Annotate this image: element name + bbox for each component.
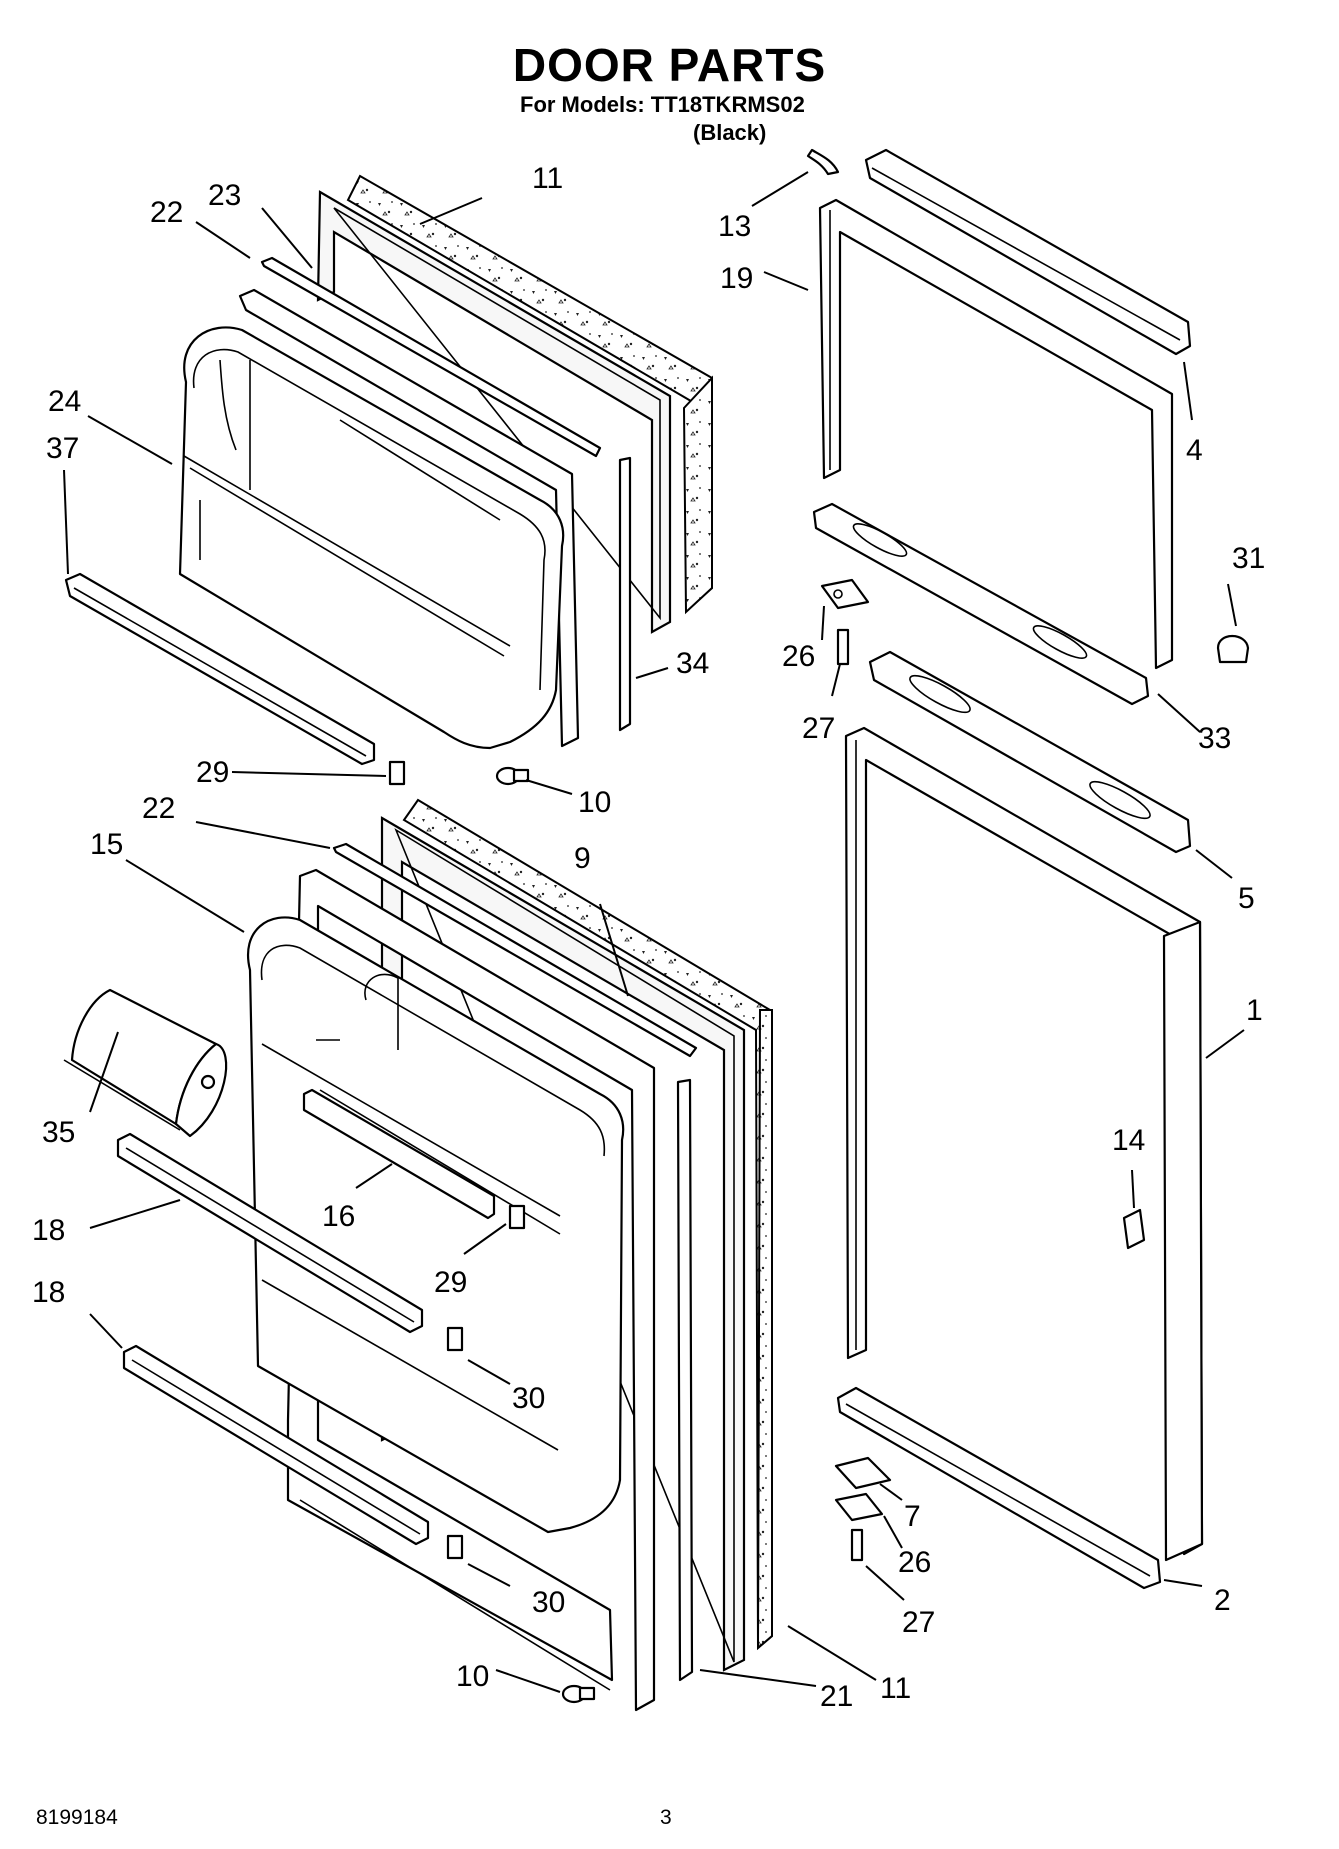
part-13-cap xyxy=(806,148,840,176)
upper-door-shell xyxy=(806,148,1250,706)
part-18-lower-bar xyxy=(122,1344,430,1546)
part-10-upper-screw xyxy=(495,766,530,786)
callout-22-upper: 22 xyxy=(150,196,183,229)
callout-29-upper: 29 xyxy=(196,756,229,789)
part-21-side-strip xyxy=(676,1078,694,1682)
callout-1: 1 xyxy=(1246,994,1263,1027)
callout-19: 19 xyxy=(720,262,753,295)
callout-18-lower: 18 xyxy=(32,1276,65,1309)
part-22-lower-strip xyxy=(332,842,698,1058)
callout-24: 24 xyxy=(48,385,81,418)
callout-4: 4 xyxy=(1186,434,1203,467)
callout-23: 23 xyxy=(208,179,241,212)
part-18-upper-bar xyxy=(116,1132,424,1334)
callout-labels: 22 23 11 24 37 34 29 10 22 15 9 35 16 18… xyxy=(32,162,1265,1713)
callout-16: 16 xyxy=(322,1200,355,1233)
leader-lines xyxy=(63,171,1245,1693)
part-2-bottom-cap xyxy=(836,1386,1162,1590)
part-31-plug xyxy=(1216,634,1250,664)
callout-37: 37 xyxy=(46,432,79,465)
callout-15: 15 xyxy=(90,828,123,861)
callout-27-lower: 27 xyxy=(902,1606,935,1639)
part-27-upper-screw xyxy=(836,628,850,666)
callout-5: 5 xyxy=(1238,882,1255,915)
callout-7: 7 xyxy=(904,1500,921,1533)
callout-30-lower: 30 xyxy=(532,1586,565,1619)
part-14-bracket xyxy=(1122,1208,1146,1250)
part-4-top-cap xyxy=(864,148,1192,356)
fresh-food-door-assembly xyxy=(63,798,774,1712)
callout-29-lower: 29 xyxy=(434,1266,467,1299)
freezer-door-assembly xyxy=(64,174,713,786)
callout-11-lower: 11 xyxy=(880,1672,911,1705)
part-29-lower-clip xyxy=(508,1204,526,1230)
part-10-lower-screw xyxy=(561,1684,596,1704)
callout-21: 21 xyxy=(820,1680,853,1713)
part-30-upper-clip xyxy=(446,1326,464,1352)
part-30-lower-clip xyxy=(446,1534,464,1560)
part-24-freezer-liner xyxy=(178,326,565,750)
callout-31: 31 xyxy=(1232,542,1265,575)
callout-14: 14 xyxy=(1112,1124,1145,1157)
callout-34: 34 xyxy=(676,647,709,680)
document-number: 8199184 xyxy=(36,1806,118,1829)
callout-35: 35 xyxy=(42,1116,75,1149)
callout-22-lower: 22 xyxy=(142,792,175,825)
callout-33: 33 xyxy=(1198,722,1231,755)
page-number: 3 xyxy=(660,1806,672,1829)
model-line: For Models: TT18TKRMS02 xyxy=(520,92,805,117)
part-27-lower-screw xyxy=(850,1528,864,1562)
color-line: (Black) xyxy=(693,120,767,145)
lower-door-shell xyxy=(834,650,1204,1590)
part-16-bar xyxy=(302,1088,496,1220)
callout-26-upper: 26 xyxy=(782,640,815,673)
callout-11-upper: 11 xyxy=(532,162,563,195)
part-34-side-strip xyxy=(618,456,632,732)
part-7-lower-hinge xyxy=(834,1456,892,1490)
callout-10-upper: 10 xyxy=(578,786,611,819)
part-33-handle-cap xyxy=(812,502,1150,706)
part-26-upper-hinge xyxy=(820,578,870,610)
page-title: DOOR PARTS xyxy=(512,39,827,91)
callout-18-upper: 18 xyxy=(32,1214,65,1247)
part-15-door-liner xyxy=(247,916,625,1534)
callout-26-lower: 26 xyxy=(898,1546,931,1579)
part-26-lower-washer xyxy=(834,1492,884,1522)
part-19-upper-shell xyxy=(818,198,1174,670)
callout-2: 2 xyxy=(1214,1584,1231,1617)
callout-30-upper: 30 xyxy=(512,1382,545,1415)
callout-9: 9 xyxy=(574,842,591,875)
callout-13: 13 xyxy=(718,210,751,243)
callout-10-lower: 10 xyxy=(456,1660,489,1693)
part-29-upper-clip xyxy=(388,760,406,786)
callout-27-upper: 27 xyxy=(802,712,835,745)
part-22-upper-strip xyxy=(260,256,602,458)
part-5-top-cap xyxy=(868,650,1192,854)
part-35-dairy-cover xyxy=(63,988,228,1138)
